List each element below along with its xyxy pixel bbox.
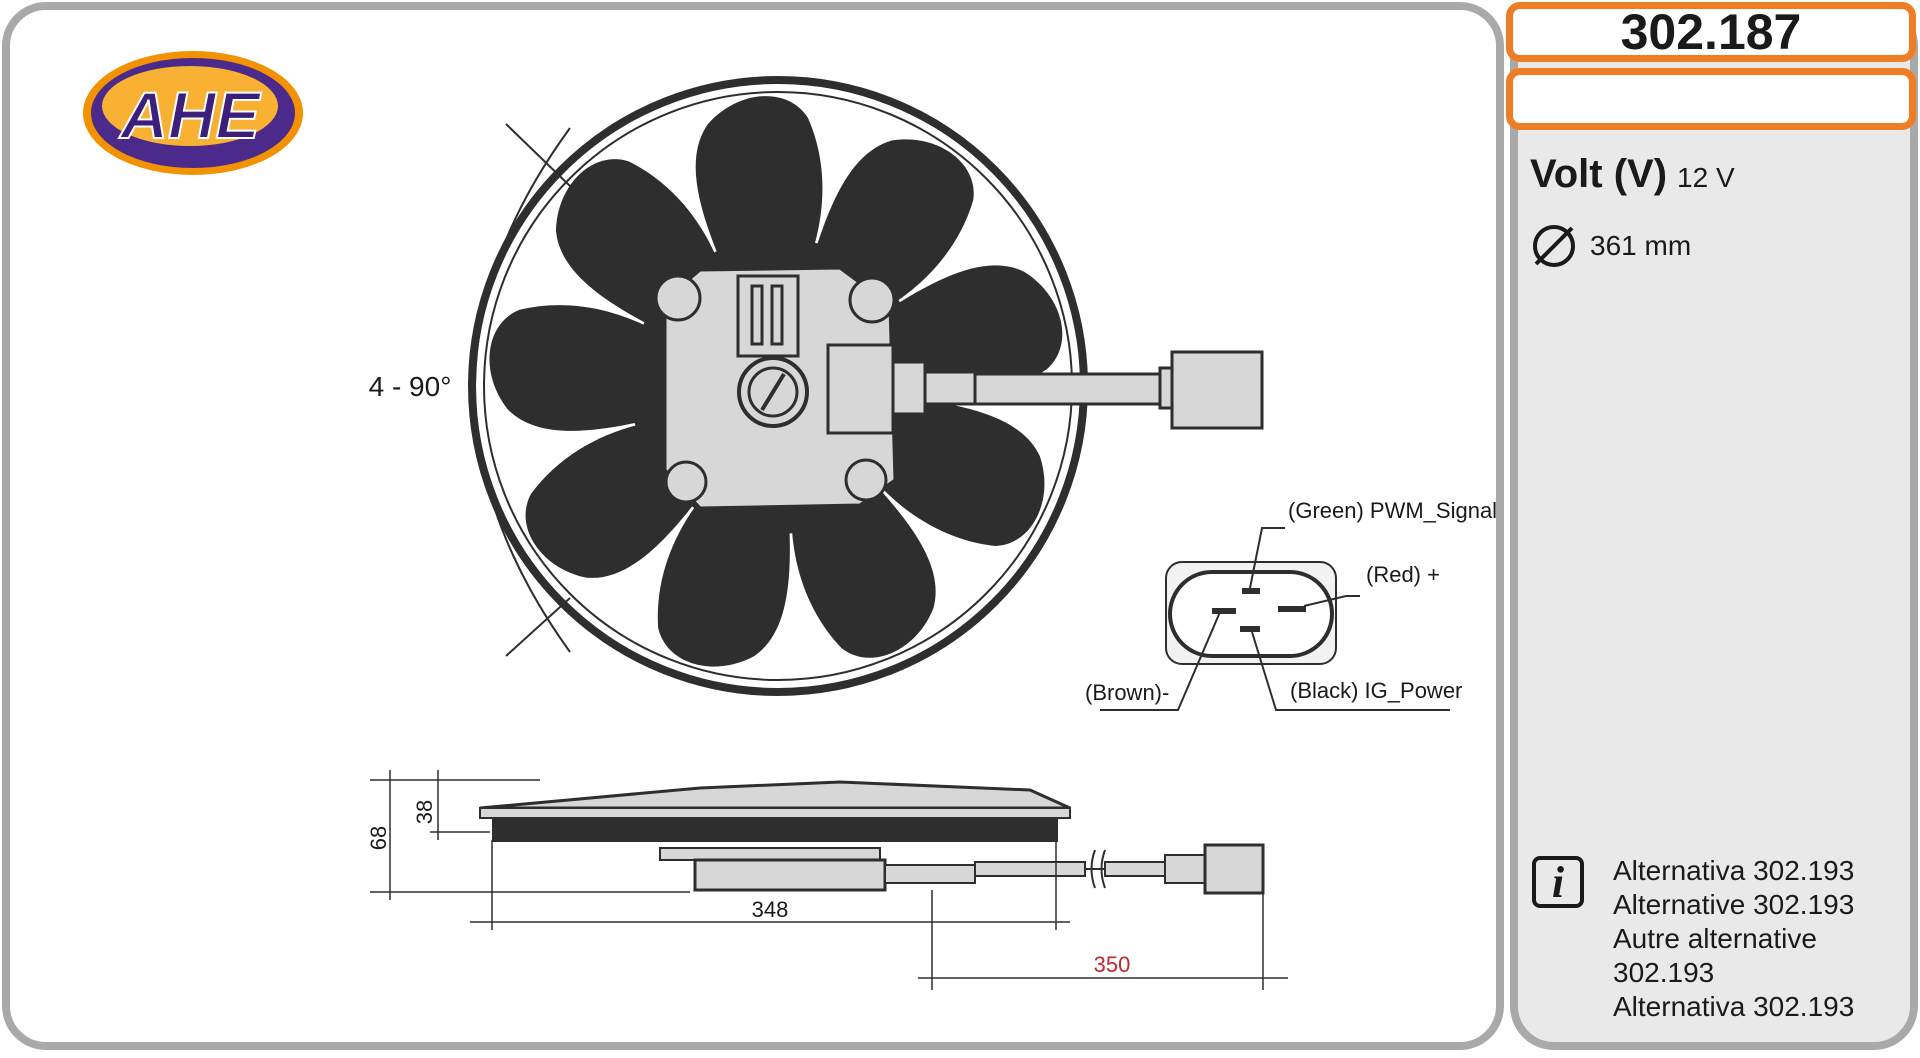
voltage-value: 12 V (1677, 162, 1735, 193)
alternatives-list: Alternativa 302.193 Alternative 302.193 … (1613, 854, 1920, 1024)
product-code: 302.187 (1506, 2, 1916, 62)
spec-panel (1510, 2, 1918, 1050)
alternative-item: Alternativa 302.193 (1613, 991, 1855, 1022)
angle-indicator: 4 - 90° (355, 123, 571, 657)
voltage-spec: Volt (V) 12 V (1530, 152, 1735, 197)
angle-label: 4 - 90° (369, 371, 452, 402)
diameter-spec: 361 mm (1530, 222, 1691, 270)
diameter-value: 361 mm (1590, 230, 1692, 261)
technical-drawing: AHE (83, 51, 1497, 990)
dim-cable-length: 350 (1094, 952, 1131, 977)
connector-pinout: (Green) PWM_Signal (Red) + (Brown)- (Bla… (1085, 498, 1497, 711)
logo-text: AHE (118, 78, 261, 152)
alternative-item: Alternativa 302.193 (1613, 855, 1855, 886)
pin-green-label: (Green) PWM_Signal (1288, 498, 1497, 523)
dim-height-body: 38 (412, 800, 437, 824)
product-subtitle-box (1506, 68, 1916, 130)
info-icon: i (1532, 856, 1584, 908)
dim-width: 348 (752, 897, 789, 922)
diameter-icon (1533, 225, 1575, 267)
fan-side-view (479, 780, 1265, 895)
pin-red-label: (Red) + (1366, 562, 1440, 587)
fan-front-view (468, 76, 1264, 696)
dimension-lines (370, 770, 1288, 990)
alternative-item: Alternative 302.193 (1613, 889, 1855, 920)
pin-brown-label: (Brown)- (1085, 680, 1169, 705)
dim-height-total: 68 (366, 826, 391, 850)
ahe-logo: AHE (83, 51, 303, 175)
voltage-label: Volt (V) (1530, 152, 1668, 196)
pin-black-label: (Black) IG_Power (1290, 678, 1462, 703)
alternative-item: Autre alternative 302.193 (1613, 923, 1817, 988)
